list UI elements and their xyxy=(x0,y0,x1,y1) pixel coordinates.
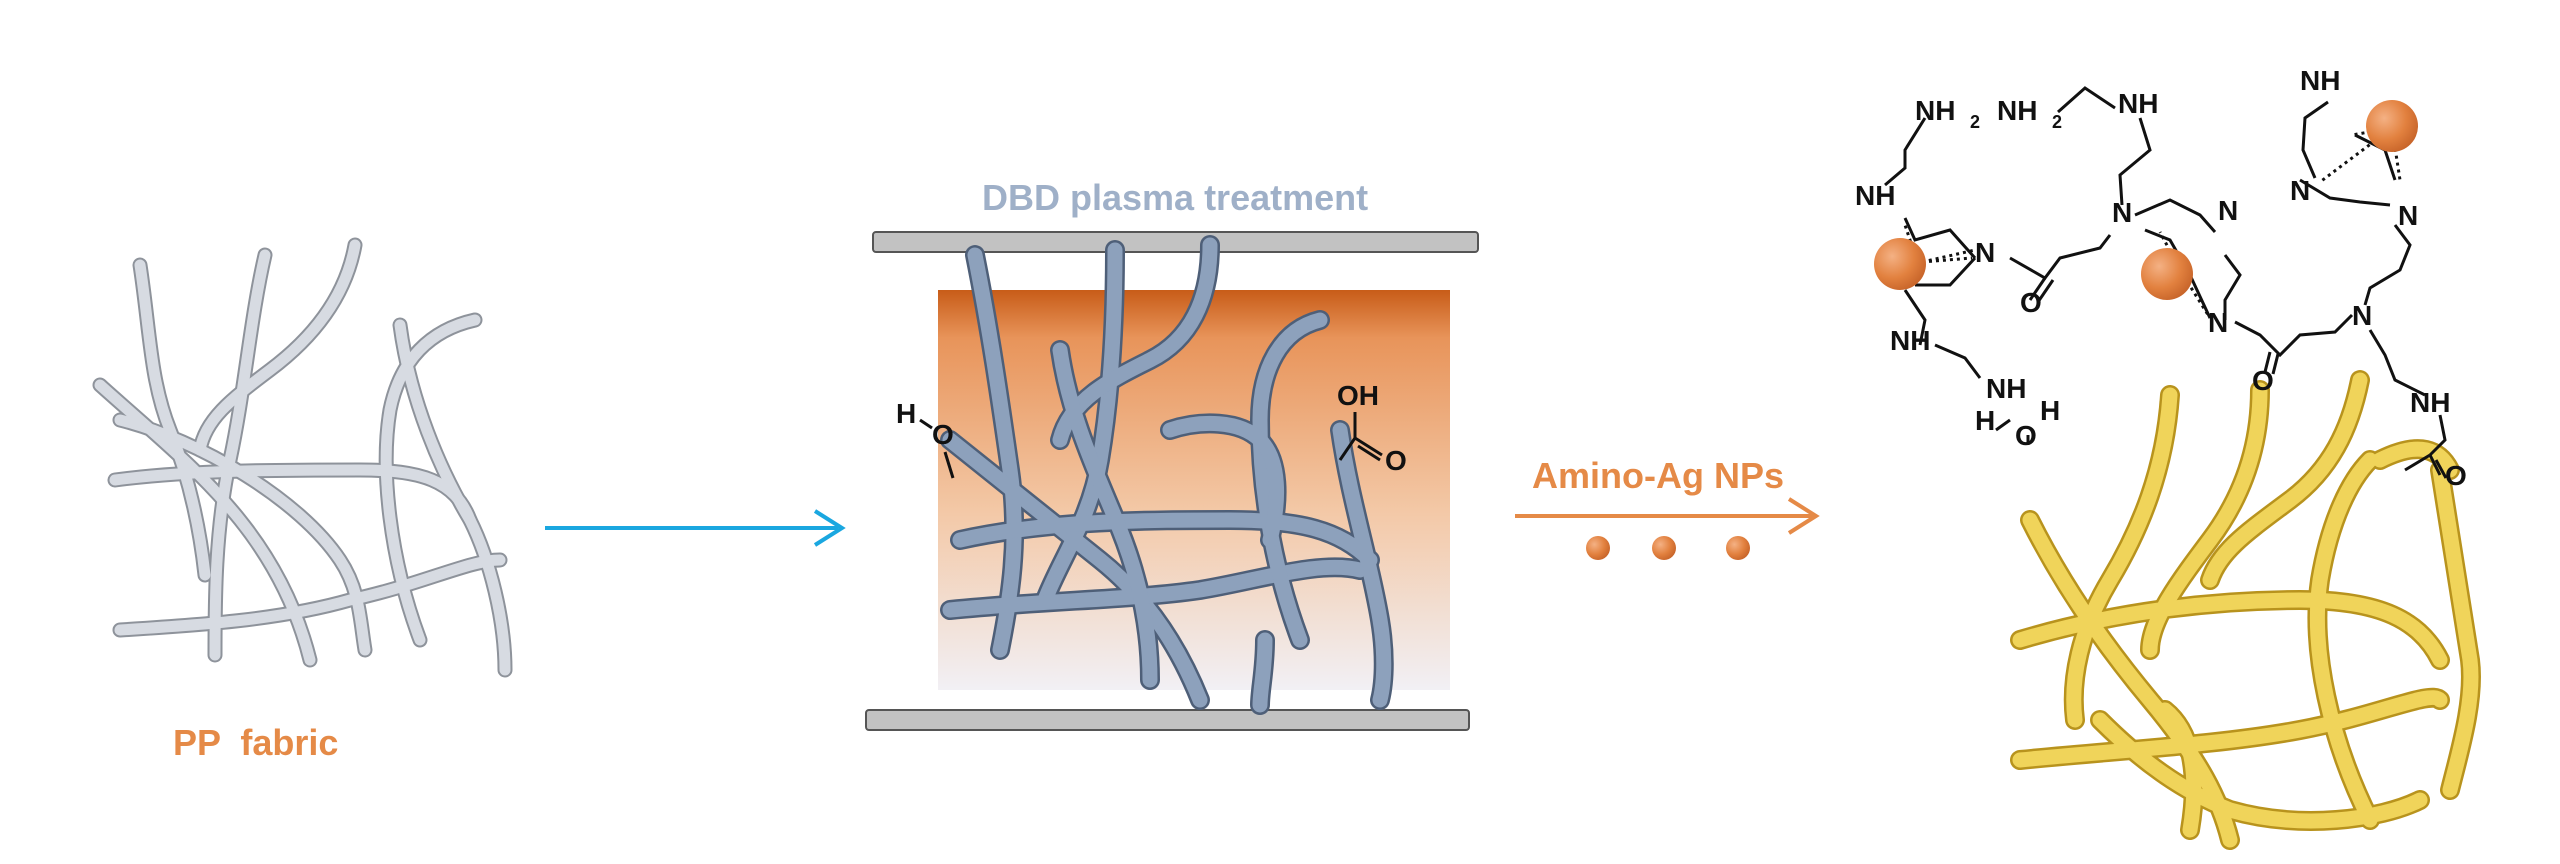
process-arrow-2 xyxy=(1515,497,1820,535)
plasma-fabric-fibers xyxy=(940,235,1394,715)
ag-nanoparticle xyxy=(1726,536,1750,560)
o-label: O xyxy=(2252,365,2274,396)
process-arrow-1 xyxy=(545,509,846,547)
o-label: O xyxy=(2020,287,2042,318)
o-label: O xyxy=(2015,420,2037,451)
h-label: H xyxy=(2040,395,2060,426)
ag-nanoparticle xyxy=(1652,536,1676,560)
surface-groups-plasma: H O OH O xyxy=(896,380,1407,479)
h-label: H xyxy=(1975,405,1995,436)
nh2-label: NH xyxy=(1997,95,2037,126)
nh-label: NH xyxy=(1855,180,1895,211)
n-label: N xyxy=(1975,237,1995,268)
nh-label: NH xyxy=(1890,325,1930,356)
n-label: N xyxy=(2352,300,2372,331)
carboxyl-o: O xyxy=(1385,445,1407,476)
nh-label: NH xyxy=(2410,387,2450,418)
n-label: N xyxy=(2290,175,2310,206)
ag-nanoparticle-bound xyxy=(2141,248,2193,300)
amino-ag-fabric-fibers xyxy=(2010,370,2481,850)
plasma-treatment-label: DBD plasma treatment xyxy=(982,177,1368,218)
nh-label: NH xyxy=(2118,88,2158,119)
pp-fabric-fibers xyxy=(92,237,513,678)
ag-nanoparticle-bound xyxy=(2366,100,2418,152)
n-label: N xyxy=(2218,195,2238,226)
svg-text:2: 2 xyxy=(2052,112,2062,132)
amino-ag-structure-labels: NH 2 NH 2 NH NH N O N N N O NH N N N NH … xyxy=(1855,65,2467,491)
bottom-electrode xyxy=(865,709,1470,731)
svg-text:2: 2 xyxy=(1970,112,1980,132)
ag-nanoparticle xyxy=(1586,536,1610,560)
hydroxyl-o: O xyxy=(932,419,954,450)
nh2-label: NH xyxy=(1915,95,1955,126)
n-label: N xyxy=(2112,197,2132,228)
ag-nanoparticle-bound xyxy=(1874,238,1926,290)
nh-label: NH xyxy=(1986,373,2026,404)
hydroxyl-h: H xyxy=(896,398,916,429)
amino-ag-label: Amino-Ag NPs xyxy=(1532,455,1784,496)
top-electrode xyxy=(872,231,1479,253)
carboxyl-oh: OH xyxy=(1337,380,1379,411)
n-label: N xyxy=(2398,200,2418,231)
o-label: O xyxy=(2445,460,2467,491)
nh-label: NH xyxy=(2300,65,2340,96)
n-label: N xyxy=(2208,307,2228,338)
pp-fabric-label: PP fabric xyxy=(173,722,338,763)
